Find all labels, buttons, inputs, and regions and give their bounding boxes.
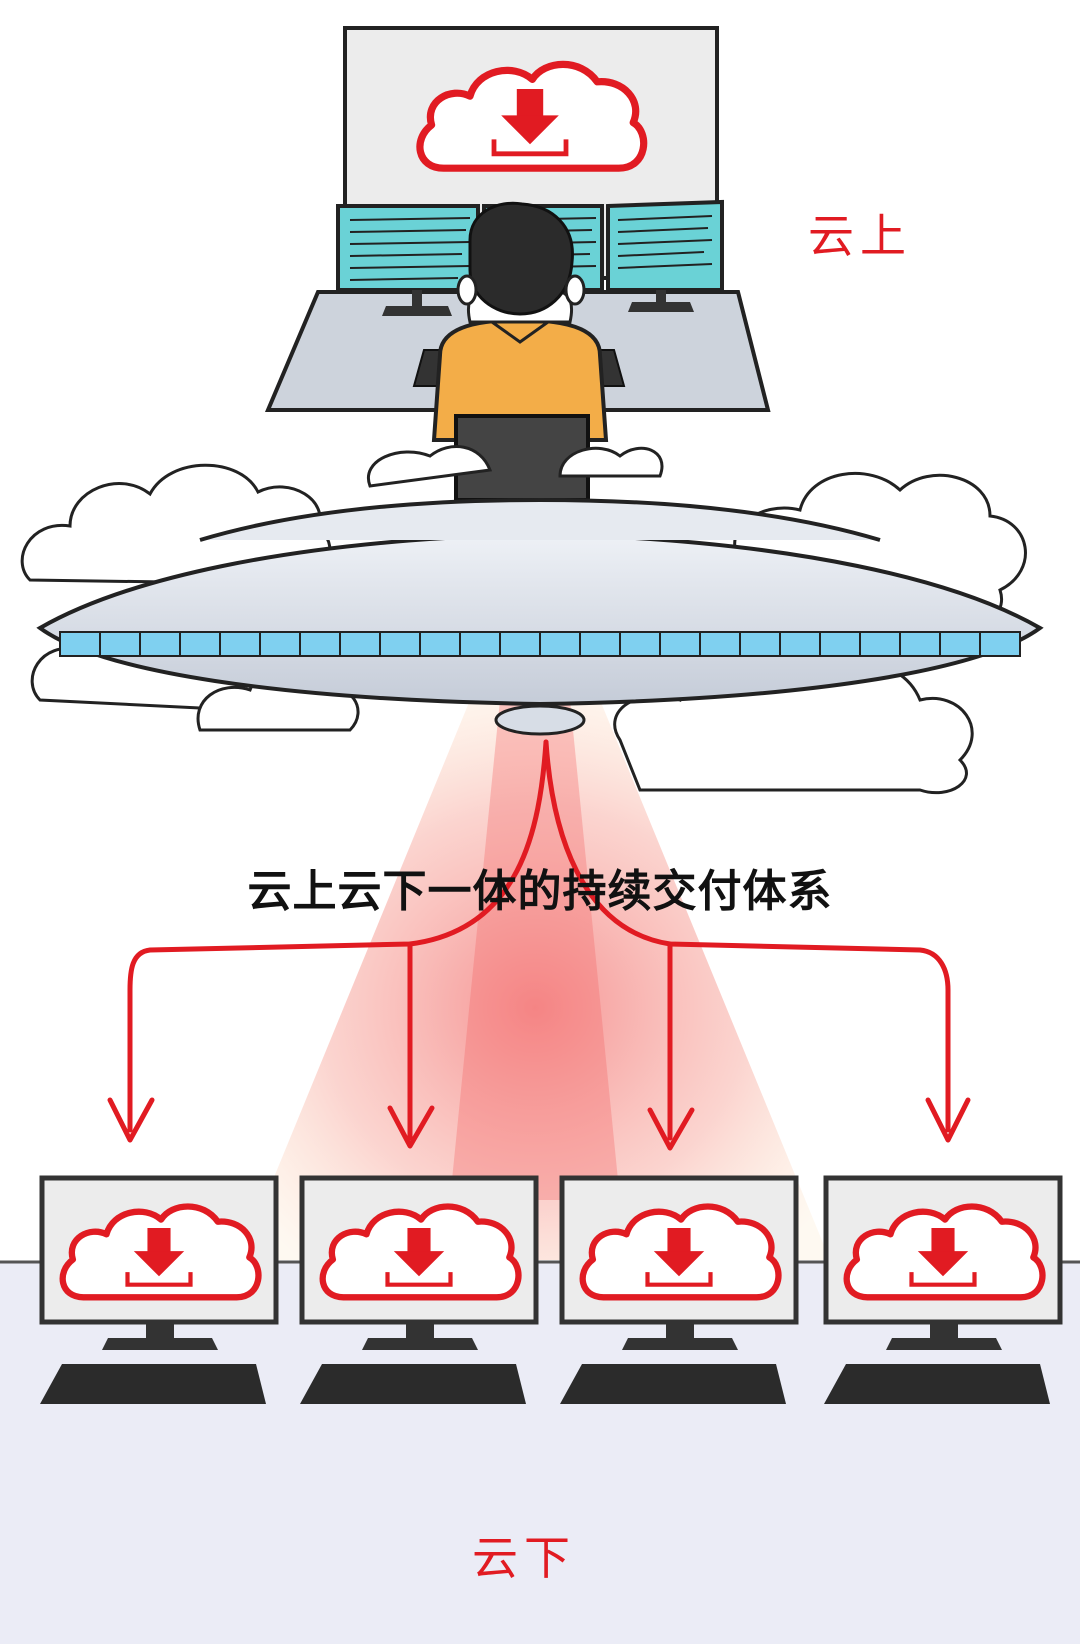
ground <box>0 1262 1080 1644</box>
cloud-bottom-label: 云下 <box>472 1531 576 1585</box>
computer-terminal-icon <box>823 1175 1063 1404</box>
diagram-caption: 云上云下一体的持续交付体系 <box>247 866 833 917</box>
cloud-top-label: 云上 <box>808 209 912 263</box>
computer-terminal-icon <box>559 1175 799 1404</box>
computer-terminal-icon <box>299 1175 539 1404</box>
engineer <box>431 201 609 502</box>
ufo <box>36 497 1044 736</box>
clouds <box>20 445 1027 795</box>
light-beam <box>240 700 830 1260</box>
delivery-arrows <box>107 739 971 1151</box>
computer-terminal-icon <box>39 1175 279 1404</box>
